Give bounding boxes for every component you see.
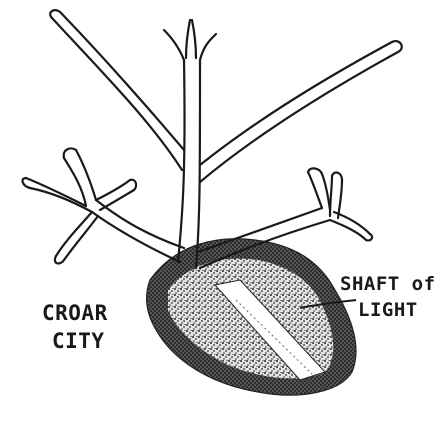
label-city: CITY	[52, 329, 105, 353]
cedar-tree	[23, 10, 402, 268]
label-shaft-of: SHAFT of	[340, 273, 436, 295]
label-light: LIGHT	[358, 299, 418, 321]
label-croar: CROAR	[42, 301, 108, 325]
